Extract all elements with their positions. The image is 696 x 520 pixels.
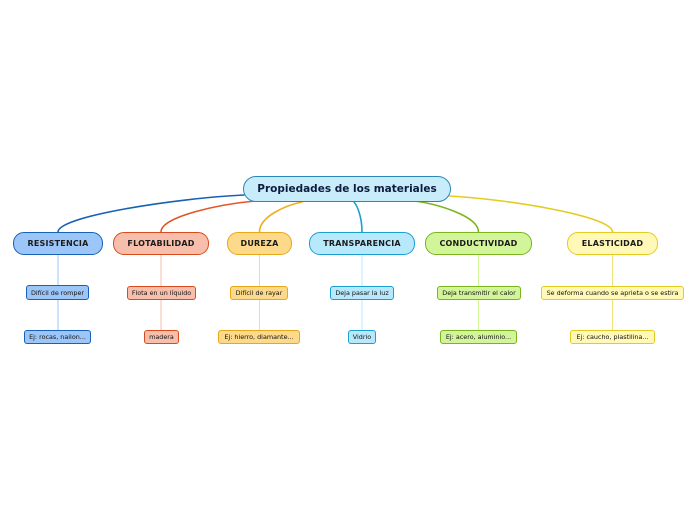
subtopic-label: Difícil de romper — [30, 288, 85, 297]
subtopic-label: Vidrio — [352, 333, 372, 341]
topic-elasticidad[interactable]: ELASTICIDAD — [567, 232, 658, 255]
root-topic[interactable]: Propiedades de los materiales — [243, 176, 451, 202]
subtopic-example[interactable]: Vidrio — [348, 330, 376, 344]
subtopic-example[interactable]: Ej: acero, aluminio... — [440, 330, 517, 344]
subtopic-definition[interactable]: Deja transmitir el calor — [437, 286, 521, 300]
subtopic-label: Ej: hierro, diamante... — [224, 333, 294, 341]
topic-label: DUREZA — [240, 239, 279, 248]
subtopic-definition[interactable]: Deja pasar la luz — [330, 286, 394, 300]
root-to-topic-connector — [414, 200, 480, 233]
subtopic-label: Deja pasar la luz — [335, 289, 389, 297]
topic-dureza[interactable]: DUREZA — [227, 232, 292, 255]
subtopic-definition[interactable]: Flota en un líquido — [127, 286, 196, 300]
topic-transparencia[interactable]: TRANSPARENCIA — [309, 232, 415, 255]
topic-resistencia[interactable]: RESISTENCIA — [13, 232, 103, 255]
subtopic-label: Deja transmitir el calor — [442, 289, 516, 297]
topic-label: ELASTICIDAD — [581, 239, 644, 248]
topic-label: RESISTENCIA — [27, 239, 89, 248]
topic-label: FLOTABILIDAD — [127, 239, 195, 248]
subtopic-example[interactable]: Ej: caucho, plastilina... — [570, 330, 655, 344]
subtopic-definition[interactable]: Difícil de romper — [26, 285, 89, 300]
topic-label: CONDUCTIVIDAD — [439, 239, 518, 248]
subtopic-label: Ej: rocas, nailon... — [29, 333, 86, 341]
root-to-topic-connector — [448, 195, 614, 233]
topic-label: TRANSPARENCIA — [323, 239, 401, 248]
subtopic-label: madera — [149, 333, 174, 341]
root-topic-label: Propiedades de los materiales — [257, 183, 437, 195]
topic-flotabilidad[interactable]: FLOTABILIDAD — [113, 232, 209, 255]
root-to-topic-connector — [57, 194, 245, 233]
root-to-topic-connector — [160, 200, 256, 233]
subtopic-example[interactable]: Ej: hierro, diamante... — [218, 330, 300, 344]
subtopic-definition[interactable]: Se deforma cuando se aprieta o se estira — [541, 286, 684, 300]
subtopic-example[interactable]: Ej: rocas, nailon... — [24, 330, 91, 344]
root-to-topic-connector — [258, 201, 303, 233]
subtopic-example[interactable]: madera — [144, 330, 179, 344]
subtopic-definition[interactable]: Difícil de rayar — [230, 286, 288, 300]
subtopic-label: Flota en un líquido — [131, 289, 192, 297]
root-to-topic-connector — [353, 201, 363, 233]
topic-conductividad[interactable]: CONDUCTIVIDAD — [425, 232, 532, 255]
subtopic-label: Difícil de rayar — [235, 289, 283, 297]
subtopic-label: Ej: caucho, plastilina... — [576, 333, 649, 341]
subtopic-label: Se deforma cuando se aprieta o se estira — [546, 289, 679, 297]
subtopic-label: Ej: acero, aluminio... — [445, 333, 512, 341]
